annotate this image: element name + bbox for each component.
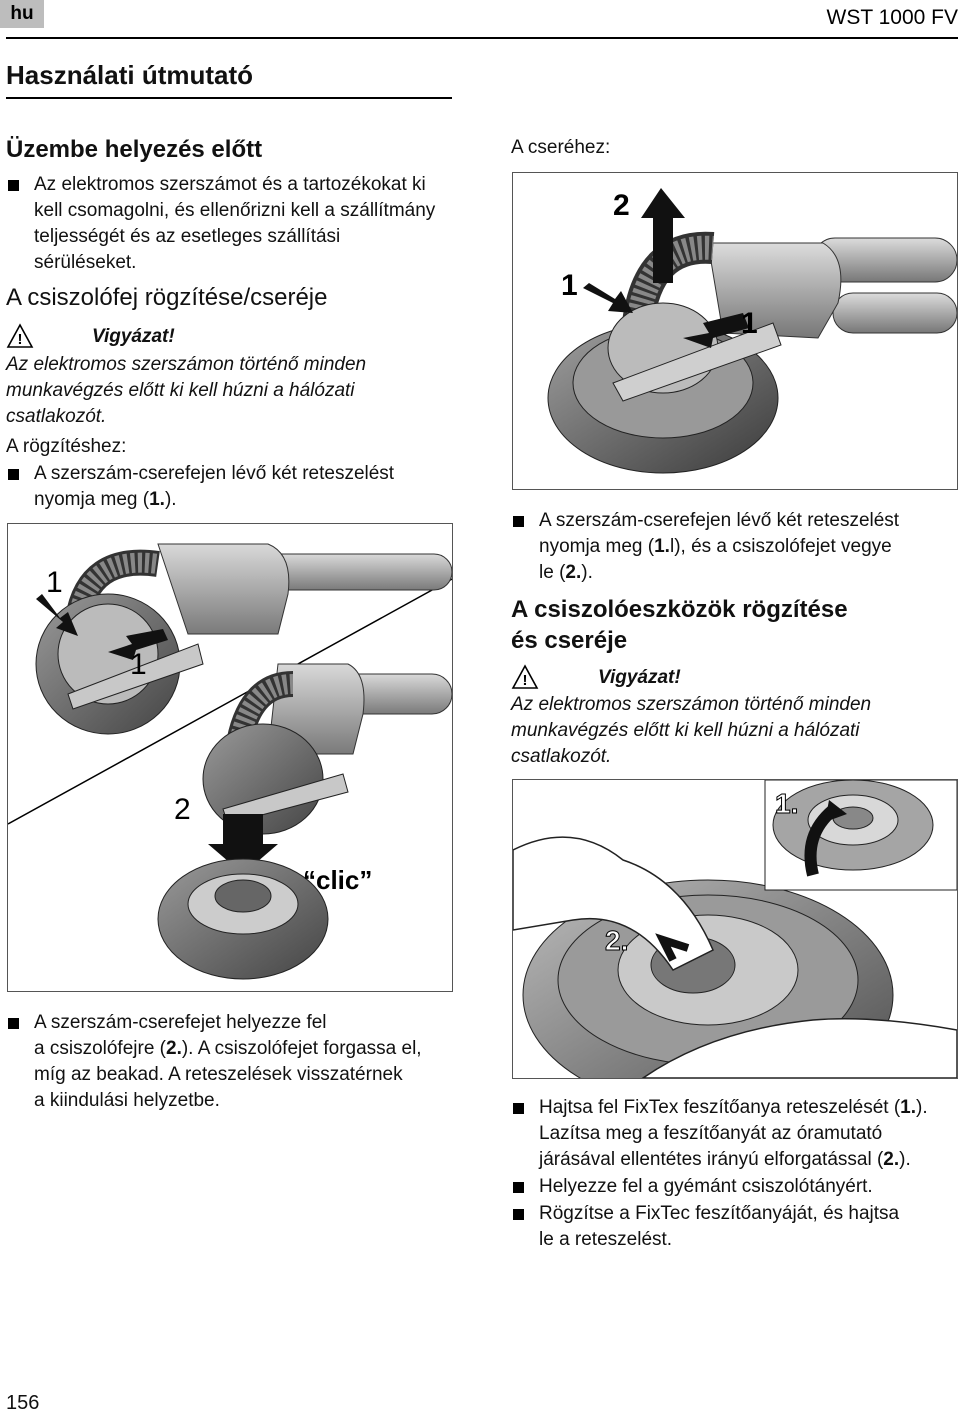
warning-text: Az elektromos szerszámon történő minden … [6, 354, 367, 427]
warning-text: Az elektromos szerszámon történő minden … [511, 694, 872, 767]
figure-label: 2 [613, 189, 630, 222]
warning-title: Vigyázat! [598, 667, 681, 688]
svg-text:!: ! [523, 672, 528, 689]
warning-icon: ! [6, 323, 34, 349]
list-item: A szerszám-cserefejet helyezze fel a csi… [6, 1010, 484, 1114]
header-rule [6, 37, 958, 39]
figure-attach-head: 1 1 2 “clic” [7, 523, 453, 992]
page-title: Használati útmutató [6, 60, 254, 90]
list-item: Helyezze fel a gyémánt csiszolótányért. [511, 1174, 960, 1200]
exchange-label: A cseréhez: [511, 137, 611, 158]
figure-label: 2 [174, 793, 191, 826]
section-heading-grinding-tools: A csiszolóeszközök rögzítése és cseréje [511, 596, 848, 654]
figure-label: 1 [561, 269, 578, 302]
figure-label-clic: “clic” [303, 865, 372, 895]
list-item: Rögzítse a FixTec feszítőanyáját, és haj… [511, 1201, 960, 1253]
list-item: Az elektromos szerszámot és a tartozékok… [6, 172, 484, 276]
language-badge: hu [0, 0, 44, 28]
figure-label: 1. [775, 788, 798, 819]
list-item: A szerszám-cserefejen lévő két reteszelé… [511, 508, 960, 586]
warning-title: Vigyázat! [92, 326, 175, 347]
figure-label: 2. [605, 925, 628, 956]
figure-label: 1 [130, 648, 147, 681]
figure-remove-head: 2 1 1 [512, 172, 958, 490]
section-heading-before-use: Üzembe helyezés előtt [6, 136, 263, 163]
svg-text:!: ! [18, 331, 23, 348]
warning-icon: ! [511, 664, 539, 690]
list-item: Hajtsa fel FixTex feszítőanya reteszelés… [511, 1095, 960, 1173]
figure-label: 1 [46, 566, 63, 599]
fixing-label: A rögzítéshez: [6, 436, 127, 457]
title-rule [6, 97, 452, 99]
page-number: 156 [6, 1392, 40, 1414]
figure-label: 1 [741, 307, 758, 340]
list-item: A szerszám-cserefejen lévő két reteszelé… [6, 461, 484, 513]
model-name: WST 1000 FV [826, 6, 959, 29]
section-heading-head-fixing: A csiszolófej rögzítése/cseréje [6, 284, 328, 311]
figure-grinding-disc: 1. 2. [512, 779, 958, 1079]
